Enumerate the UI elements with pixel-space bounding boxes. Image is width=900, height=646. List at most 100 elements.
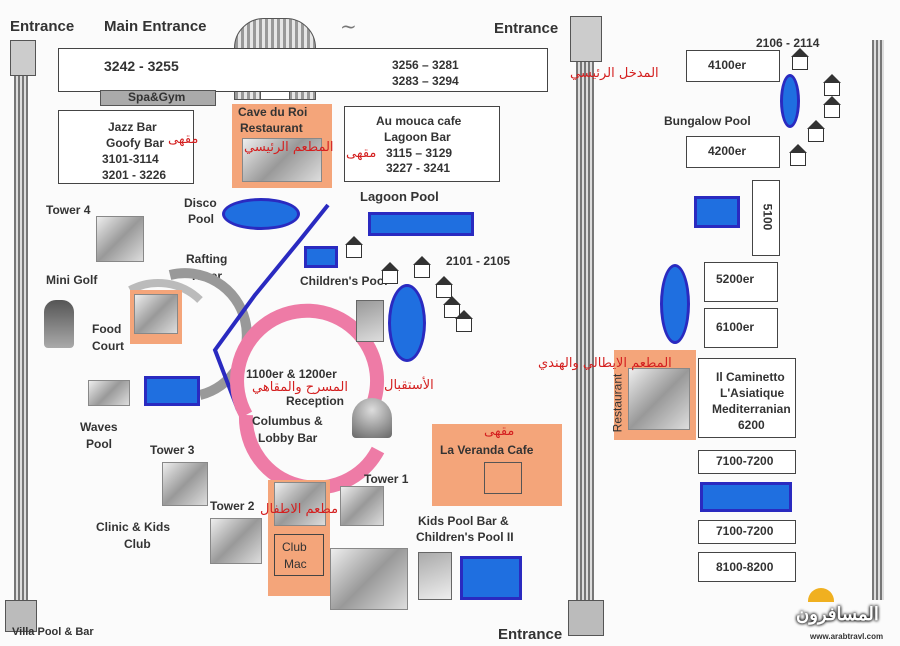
building-5100	[752, 180, 780, 256]
main-entrance-label: Main Entrance	[104, 18, 207, 35]
building-3283-label: 3283 – 3294	[392, 74, 459, 88]
mini-golf-label: Mini Golf	[46, 273, 98, 287]
arabic-cafe-3: مقهى	[484, 424, 515, 439]
aqua-logo: ~	[340, 14, 357, 38]
columbus-label-2: Lobby Bar	[258, 431, 318, 445]
caminetto-label: Il Caminetto	[716, 370, 785, 384]
la-veranda-label: La Veranda Cafe	[440, 443, 534, 457]
building-8100	[698, 552, 796, 582]
waves-pool-label-2: Pool	[86, 437, 112, 451]
building-7100-bottom	[698, 520, 796, 544]
tower-3-label: Tower 3	[150, 443, 195, 457]
building-4100	[686, 50, 780, 82]
arabic-italian-restaurant: المطعم الايطالي والهندي	[538, 356, 672, 371]
dome-building	[352, 398, 392, 438]
kids-restaurant-photo	[274, 482, 326, 526]
golfer-figure	[44, 300, 74, 348]
arabic-theater: المسرح والمقاهي	[252, 380, 348, 395]
goofy-bar-label: Goofy Bar	[106, 136, 165, 150]
childrens-pool-small	[304, 246, 338, 268]
au-mouca-label: Au mouca cafe	[376, 114, 462, 128]
food-court-label-1: Food	[92, 322, 122, 336]
building-6200-label: 6200	[738, 418, 765, 432]
kids-club-photo	[330, 548, 408, 610]
childrens-pool-label: Children's Pool	[300, 274, 388, 288]
jazz-range-2: 3201 - 3226	[102, 168, 167, 182]
spa-gym	[100, 90, 216, 106]
tower-2-label: Tower 2	[210, 499, 255, 513]
watermark-site: www.arabtravl.com	[810, 632, 884, 641]
au-mouca-building	[344, 106, 500, 182]
reception-label: Reception	[286, 394, 345, 408]
caminetto-building	[698, 358, 796, 438]
arabic-main-restaurant: المطعم الرئيسي	[244, 140, 334, 155]
entrance-top-right: Entrance	[494, 20, 559, 37]
columbus-label-1: Columbus &	[252, 414, 323, 428]
building-5100-label: 5100	[760, 203, 775, 231]
lagoon-pool-label: Lagoon Pool	[360, 189, 439, 204]
tower-1-label: Tower 1	[364, 472, 409, 486]
arabic-cafe-1: مقهى	[168, 132, 199, 147]
river-channel	[212, 203, 330, 411]
watermark-sun-icon	[808, 588, 834, 602]
tower-1-photo	[340, 486, 384, 526]
club-mac-label-1: Club	[282, 540, 307, 554]
food-court-ring	[128, 279, 203, 303]
tower-4-photo	[96, 216, 144, 262]
slide	[356, 300, 384, 342]
pillar-right	[872, 40, 884, 600]
disco-pool-label-2: Pool	[188, 212, 214, 226]
cave-du-roi-sub: Restaurant	[240, 121, 303, 135]
bungalows-2106-label: 2106 - 2114	[756, 36, 820, 50]
kids-pool-label-2: Children's Pool II	[416, 530, 514, 544]
watermark-brand: المسافرون	[796, 604, 879, 624]
building-3256-label: 3256 – 3281	[392, 58, 459, 72]
spa-gym-label: Spa&Gym	[128, 90, 186, 104]
tower-3-photo	[162, 462, 208, 506]
la-veranda-cafe	[432, 424, 562, 506]
veranda-inner-box	[484, 462, 522, 494]
bungalow-pool	[780, 74, 800, 128]
lagoon-bar-label: Lagoon Bar	[384, 130, 451, 144]
rafting-river-label-1: Rafting	[186, 252, 228, 266]
au-mouca-range-2: 3227 - 3241	[386, 161, 451, 175]
reception-1100-label: 1100er & 1200er	[246, 367, 337, 381]
house-icon	[823, 74, 841, 96]
pillar-left	[14, 58, 28, 618]
au-mouca-range-1: 3115 – 3129	[386, 146, 453, 160]
building-4200-label: 4200er	[708, 144, 747, 158]
kids-pool-label-1: Kids Pool Bar &	[418, 514, 509, 528]
pillar-base-center	[568, 600, 604, 636]
building-7100-top	[698, 450, 796, 474]
entrance-top-left: Entrance	[10, 18, 75, 35]
house-icon	[413, 256, 431, 278]
restaurant-vertical-label: Restaurant	[610, 373, 625, 433]
mediterranian-label: Mediterranian	[712, 402, 791, 416]
disco-pool	[222, 198, 300, 230]
clinic-label-1: Clinic & Kids	[96, 520, 171, 534]
pool-7100	[700, 482, 792, 512]
club-mac-label-2: Mac	[284, 557, 307, 571]
building-7100-top-label: 7100-7200	[716, 454, 774, 468]
kids-pool-ii	[460, 556, 522, 600]
house-icon	[791, 48, 809, 70]
club-mac	[274, 534, 324, 576]
pillar-center	[576, 40, 594, 620]
food-court-photo	[134, 294, 178, 334]
pillar-top-center	[570, 16, 602, 62]
jazz-bar-label: Jazz Bar	[108, 120, 157, 134]
building-5200-label: 5200er	[716, 272, 755, 286]
tower-2-photo	[210, 518, 262, 564]
kids-slide	[418, 552, 452, 600]
villa-pool-label: Villa Pool & Bar	[12, 626, 94, 638]
italian-restaurant-photo	[628, 368, 690, 430]
house-icon	[823, 96, 841, 118]
pillar-top-left	[10, 40, 36, 76]
building-8100-label: 8100-8200	[716, 560, 774, 574]
bungalow-pool-label: Bungalow Pool	[664, 114, 751, 128]
food-court-pool	[144, 376, 200, 406]
clinic-label-2: Club	[124, 537, 151, 551]
lagoon-pool	[368, 212, 474, 236]
jazz-bar-building	[58, 110, 194, 184]
